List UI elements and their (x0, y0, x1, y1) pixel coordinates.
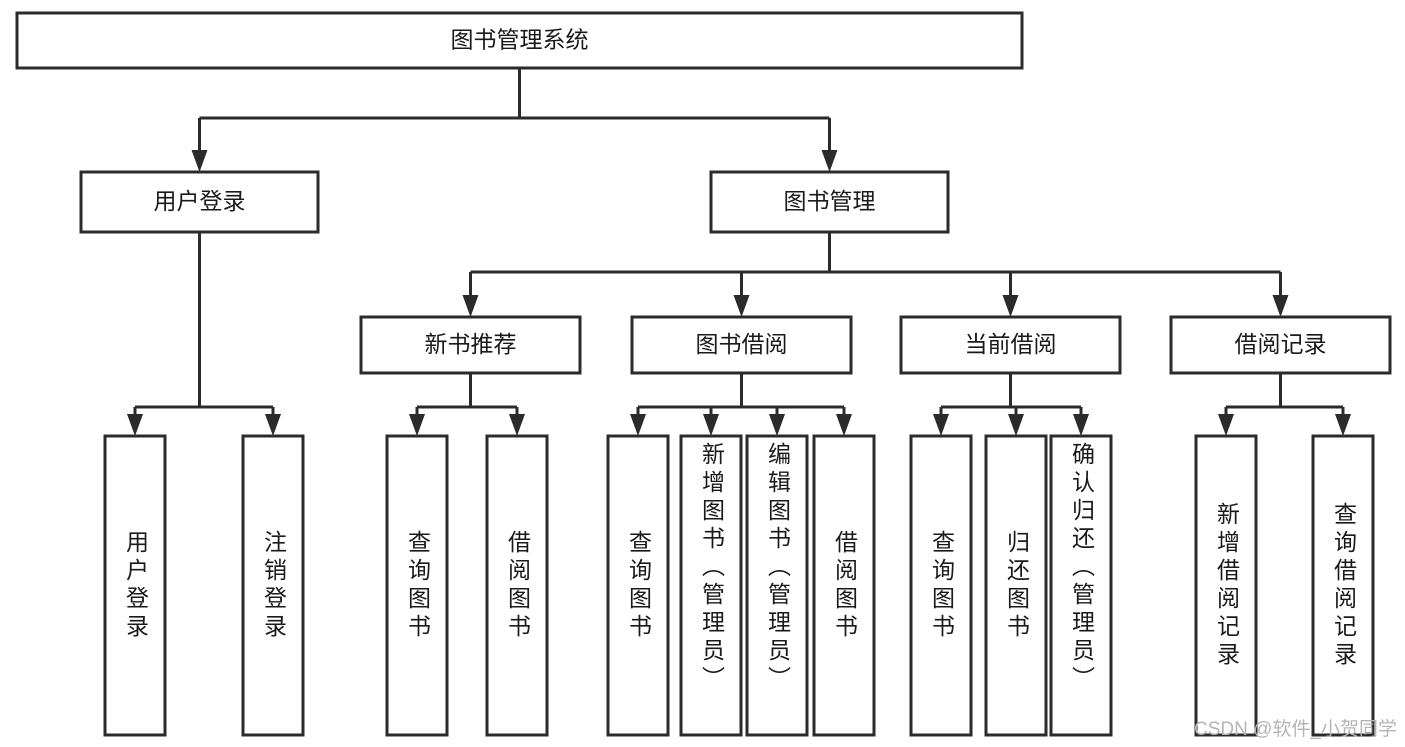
node-label: 新增借阅记录 (1213, 501, 1240, 670)
leaf-node-leaf-query-book-current[interactable]: 查询图书 (909, 434, 973, 737)
level2-node-user-login[interactable]: 用户登录 (79, 170, 320, 234)
leaf-node-leaf-edit-book-admin[interactable]: 编辑图书（管理员） (745, 434, 809, 737)
node-label-vertical-wrapper: 查询图书 (928, 529, 955, 642)
node-label: 查询图书 (625, 529, 652, 642)
node-box[interactable] (15, 11, 1024, 70)
level3-node-new-book-recommend[interactable]: 新书推荐 (359, 315, 582, 375)
node-label-vertical-wrapper: 查询图书 (404, 529, 431, 642)
arrow-head-icon (1002, 295, 1019, 317)
arrow-head-icon (265, 414, 281, 436)
node-label-vertical-wrapper: 查询图书 (625, 529, 652, 642)
node-label: 注销登录 (260, 529, 287, 642)
node-label-vertical-wrapper: 编辑图书（管理员） (764, 442, 791, 694)
node-label: 查询借阅记录 (1330, 501, 1357, 670)
leaf-node-leaf-borrow-book-recommend[interactable]: 借阅图书 (485, 434, 549, 737)
node-label: 查询图书 (928, 529, 955, 642)
node-label: 用户登录 (122, 529, 149, 642)
node-label: 图书管理 (784, 188, 876, 214)
node-box[interactable] (79, 170, 320, 234)
node-box[interactable] (679, 434, 743, 737)
node-label-vertical-wrapper: 归还图书 (1003, 529, 1030, 642)
node-label: 归还图书 (1003, 529, 1030, 642)
node-label: 编辑图书（管理员） (764, 442, 791, 694)
node-label: 图书借阅 (696, 331, 788, 357)
node-box[interactable] (899, 315, 1122, 375)
node-box[interactable] (709, 170, 950, 234)
arrow-head-icon (733, 295, 750, 317)
arrow-head-icon (821, 150, 838, 172)
arrow-head-icon (509, 414, 525, 436)
level3-node-borrow-record[interactable]: 借阅记录 (1169, 315, 1392, 375)
arrow-head-icon (836, 414, 852, 436)
arrow-head-icon (1218, 414, 1234, 436)
arrow-head-icon (933, 414, 949, 436)
node-label: 查询图书 (404, 529, 431, 642)
arrow-head-icon (1073, 414, 1089, 436)
node-label-vertical-wrapper: 查询借阅记录 (1330, 501, 1357, 670)
node-label: 借阅记录 (1235, 331, 1327, 357)
arrow-head-icon (127, 414, 143, 436)
node-box[interactable] (606, 434, 670, 737)
node-layer: 图书管理系统用户登录图书管理新书推荐图书借阅当前借阅借阅记录用户登录注销登录查询… (15, 11, 1392, 737)
node-box[interactable] (630, 315, 853, 375)
node-label-vertical-wrapper: 注销登录 (260, 529, 287, 642)
leaf-node-leaf-add-book-admin[interactable]: 新增图书（管理员） (679, 434, 743, 737)
leaf-node-leaf-add-borrow-record[interactable]: 新增借阅记录 (1194, 434, 1258, 737)
leaf-node-leaf-query-borrow-record[interactable]: 查询借阅记录 (1311, 434, 1375, 737)
leaf-node-leaf-confirm-return-admin[interactable]: 确认归还（管理员） (1049, 434, 1113, 737)
node-label: 当前借阅 (965, 331, 1057, 357)
arrow-head-icon (462, 295, 479, 317)
node-box[interactable] (909, 434, 973, 737)
node-label-vertical-wrapper: 借阅图书 (831, 529, 858, 642)
leaf-node-leaf-query-book-recommend[interactable]: 查询图书 (385, 434, 449, 737)
leaf-node-leaf-borrow-book-borrow[interactable]: 借阅图书 (812, 434, 876, 737)
arrow-head-icon (409, 414, 425, 436)
leaf-node-leaf-query-book-borrow[interactable]: 查询图书 (606, 434, 670, 737)
arrow-head-icon (703, 414, 719, 436)
root-node-root[interactable]: 图书管理系统 (15, 11, 1024, 70)
node-box[interactable] (385, 434, 449, 737)
arrow-head-icon (630, 414, 646, 436)
arrow-head-icon (769, 414, 785, 436)
node-box[interactable] (1194, 434, 1258, 737)
leaf-node-leaf-return-book[interactable]: 归还图书 (984, 434, 1048, 737)
node-box[interactable] (485, 434, 549, 737)
node-label-vertical-wrapper: 新增图书（管理员） (698, 442, 725, 694)
leaf-node-leaf-user-login[interactable]: 用户登录 (103, 434, 167, 737)
node-box[interactable] (812, 434, 876, 737)
level3-node-book-borrow[interactable]: 图书借阅 (630, 315, 853, 375)
arrow-head-icon (191, 150, 208, 172)
connector-layer (127, 68, 1351, 436)
level3-node-current-borrow[interactable]: 当前借阅 (899, 315, 1122, 375)
node-box[interactable] (241, 434, 305, 737)
node-label-vertical-wrapper: 确认归还（管理员） (1068, 442, 1095, 694)
node-label: 确认归还（管理员） (1068, 442, 1095, 694)
arrow-head-icon (1335, 414, 1351, 436)
node-label: 借阅图书 (504, 529, 531, 642)
node-box[interactable] (1049, 434, 1113, 737)
node-label-vertical-wrapper: 借阅图书 (504, 529, 531, 642)
leaf-node-leaf-user-logout[interactable]: 注销登录 (241, 434, 305, 737)
node-box[interactable] (984, 434, 1048, 737)
level2-node-book-management[interactable]: 图书管理 (709, 170, 950, 234)
arrow-head-icon (1008, 414, 1024, 436)
node-box[interactable] (103, 434, 167, 737)
node-box[interactable] (1169, 315, 1392, 375)
node-label-vertical-wrapper: 用户登录 (122, 529, 149, 642)
node-label: 新书推荐 (425, 331, 517, 357)
node-label: 新增图书（管理员） (698, 442, 725, 694)
node-box[interactable] (745, 434, 809, 737)
node-label: 借阅图书 (831, 529, 858, 642)
node-label: 用户登录 (154, 188, 246, 214)
arrow-head-icon (1272, 295, 1289, 317)
node-box[interactable] (1311, 434, 1375, 737)
node-label-vertical-wrapper: 新增借阅记录 (1213, 501, 1240, 670)
node-label: 图书管理系统 (451, 27, 589, 53)
node-box[interactable] (359, 315, 582, 375)
